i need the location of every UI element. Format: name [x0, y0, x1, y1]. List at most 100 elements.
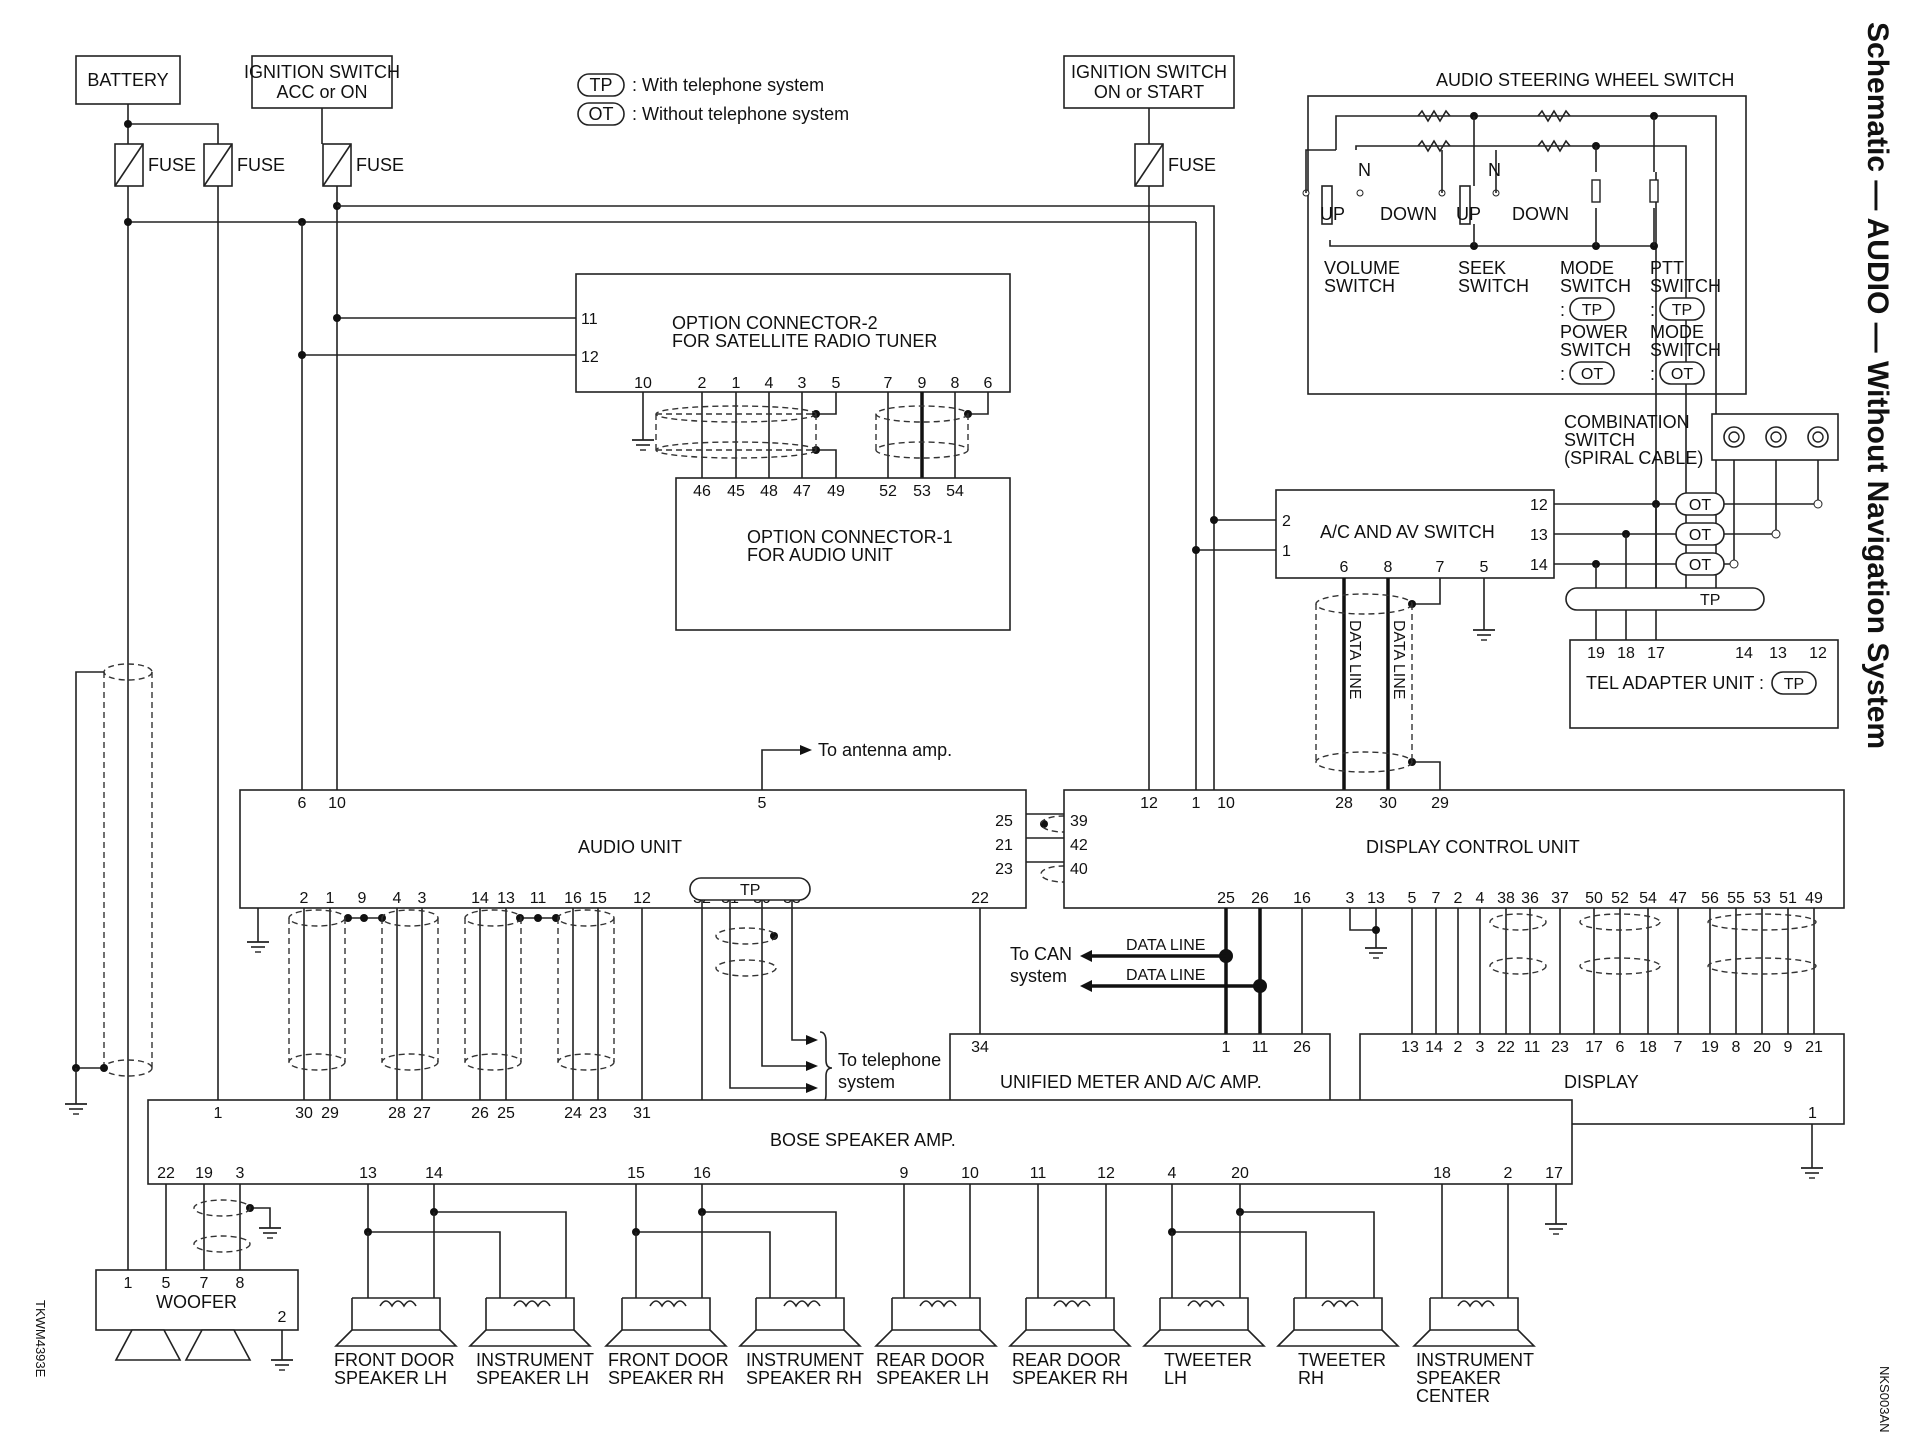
dcu-pin: 26	[1251, 890, 1269, 907]
option2-pin: 6	[984, 375, 993, 392]
to-telephone-1: To telephone	[838, 1050, 941, 1070]
ground-symbol	[1472, 621, 1496, 641]
ground-symbol	[64, 1095, 88, 1115]
ot-pill-text: OT	[1581, 366, 1603, 383]
option-connector-1	[675, 477, 1011, 631]
to-telephone-2: system	[838, 1072, 895, 1092]
dcu-top-pins: 12 1 10 28 30 29	[1140, 795, 1449, 812]
speaker-label-1: INSTRUMENT	[1416, 1350, 1534, 1370]
option-links	[655, 392, 989, 478]
display-pin: 18	[1639, 1039, 1657, 1056]
bose-pin: 1	[214, 1105, 223, 1122]
woofer-pin: 1	[124, 1275, 133, 1292]
audio-pin: 25	[995, 813, 1013, 830]
audio-pin: 22	[971, 890, 989, 907]
display-pin-bottom: 1	[1808, 1105, 1817, 1122]
volume-n-label: N	[1358, 160, 1371, 180]
ignition-acc-box	[251, 55, 393, 109]
combination-switch-line1: COMBINATION	[1564, 412, 1690, 432]
option2-pin: 4	[765, 375, 774, 392]
tel-tp-bar	[1565, 587, 1765, 611]
display-pin: 8	[1732, 1039, 1741, 1056]
option2-line1: OPTION CONNECTOR-2	[672, 313, 878, 333]
audio-unit	[239, 789, 1027, 909]
speaker-label-2: SPEAKER	[1416, 1368, 1501, 1388]
dcu-pin: 12	[1140, 795, 1158, 812]
bose-bottom-pins: 22 19 3 13 14 15 16 9 10 11 12 4 20 18 2…	[157, 1165, 1563, 1182]
dcu-pin: 50	[1585, 890, 1603, 907]
display-pin: 14	[1425, 1039, 1443, 1056]
dcu-pin: 36	[1521, 890, 1539, 907]
tp-pill	[1659, 297, 1705, 321]
ac-av-right-wires: OT OT OT	[1554, 460, 1823, 640]
display-control-label: DISPLAY CONTROL UNIT	[1366, 837, 1580, 857]
option2-pin: 3	[798, 375, 807, 392]
bose-pin: 16	[693, 1165, 711, 1182]
bose-pin: 22	[157, 1165, 175, 1182]
speaker-label-1: INSTRUMENT	[746, 1350, 864, 1370]
ground-symbol	[258, 1219, 282, 1239]
ground-symbol	[1544, 1215, 1568, 1235]
bose-pin: 28	[388, 1105, 406, 1122]
speaker-label-2: LH	[1164, 1368, 1187, 1388]
tel-pin: 19	[1587, 645, 1605, 662]
option2-line2: FOR SATELLITE RADIO TUNER	[672, 331, 937, 351]
woofer-pin: 5	[162, 1275, 171, 1292]
tp-pill	[1569, 297, 1615, 321]
dcu-pin: 42	[1070, 837, 1088, 854]
data-line-label: DATA LINE	[1390, 620, 1407, 699]
fuse-4: FUSE	[1134, 143, 1216, 187]
option2-pin: 2	[698, 375, 707, 392]
to-can-2: system	[1010, 966, 1067, 986]
to-can-1: To CAN	[1010, 944, 1072, 964]
dcu-bottom-pins: 25 26 16 3 13 5 7 2 4 38 36 37 50 52 54 …	[1217, 890, 1823, 907]
audio-pin: 6	[298, 795, 307, 812]
bose-pin: 10	[961, 1165, 979, 1182]
display-pin: 6	[1616, 1039, 1625, 1056]
display-pin: 13	[1401, 1039, 1419, 1056]
fuse-1: FUSE	[114, 143, 196, 187]
option2-pin: 5	[832, 375, 841, 392]
display-pins: 13 14 2 3 22 11 23 17 6 18 7 19 8 20 9 2…	[1401, 1039, 1823, 1056]
audio-pin: 4	[393, 890, 402, 907]
dcu-pin: 54	[1639, 890, 1657, 907]
data-line-shield: DATA LINE DATA LINE	[1315, 578, 1441, 790]
ac-av-pin: 6	[1340, 559, 1349, 576]
audio-pin: 13	[497, 890, 515, 907]
speaker-label-1: TWEETER	[1164, 1350, 1252, 1370]
dcu-pin: 37	[1551, 890, 1569, 907]
option1-pin: 53	[913, 483, 931, 500]
woofer-box	[95, 1269, 299, 1331]
dcu-pin: 38	[1497, 890, 1515, 907]
ac-av-pin: 1	[1282, 543, 1291, 560]
display-pin: 19	[1701, 1039, 1719, 1056]
page-title: Schematic — AUDIO — Without Navigation S…	[1861, 22, 1894, 749]
audio-pin: 1	[326, 890, 335, 907]
tel-wires	[701, 900, 833, 1117]
legend-tp-symbol: TP	[589, 75, 612, 95]
ignition-on-line1: IGNITION SWITCH	[1071, 62, 1227, 82]
bose-pin: 19	[195, 1165, 213, 1182]
dcu-pin: 1	[1192, 795, 1201, 812]
option1-pins: 46 45 48 47 49 52 53 54	[693, 483, 964, 500]
legend-ot-text: : Without telephone system	[632, 104, 849, 124]
audio-pin: 10	[328, 795, 346, 812]
meter-pin: 26	[1293, 1039, 1311, 1056]
volume-switch-2: SWITCH	[1324, 276, 1395, 296]
bose-pin: 4	[1168, 1165, 1177, 1182]
dcu-pin: 30	[1379, 795, 1397, 812]
dcu-pin: 25	[1217, 890, 1235, 907]
option2-pin: 1	[732, 375, 741, 392]
tel-pin: 12	[1809, 645, 1827, 662]
audio-pin: 9	[358, 890, 367, 907]
option1-line2: FOR AUDIO UNIT	[747, 545, 893, 565]
audio-pin: 16	[564, 890, 582, 907]
colon: :	[1560, 364, 1565, 384]
speaker-label-1: REAR DOOR	[1012, 1350, 1121, 1370]
bose-pin: 17	[1545, 1165, 1563, 1182]
bose-pin: 18	[1433, 1165, 1451, 1182]
fuse-1-label: FUSE	[148, 155, 196, 175]
seek-down-label: DOWN	[1512, 204, 1569, 224]
speaker-front-door-lh: FRONT DOOR SPEAKER LH	[334, 1297, 458, 1388]
woofer-wires	[165, 1184, 271, 1270]
